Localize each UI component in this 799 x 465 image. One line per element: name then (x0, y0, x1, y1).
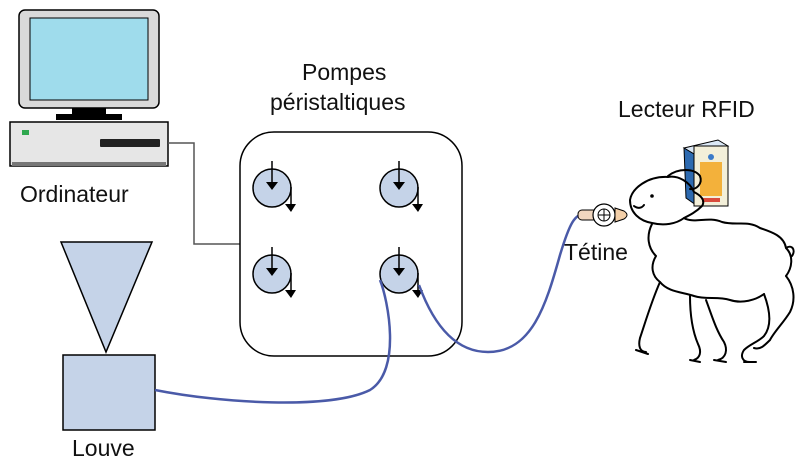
pump-enclosure (239, 131, 463, 357)
power-led (22, 130, 29, 135)
monitor-screen (29, 17, 149, 101)
label-pumps-line1: Pompes (302, 59, 387, 85)
milk-tube-inlet (154, 279, 392, 404)
rfid-reader-icon (682, 139, 730, 207)
control-wire (168, 142, 240, 245)
label-louve: Louve (72, 435, 135, 461)
monitor-stand (72, 108, 106, 114)
pump-top-left (252, 161, 296, 212)
label-teat: Tétine (564, 239, 628, 265)
computer-icon (9, 9, 169, 167)
pump-bottom-left (252, 247, 296, 298)
label-pumps-line2: péristaltiques (270, 89, 406, 115)
teat-icon (577, 203, 628, 227)
label-computer: Ordinateur (20, 181, 129, 207)
louve-box (62, 354, 156, 431)
label-rfid-reader: Lecteur RFID (618, 96, 755, 122)
louve-icon (59, 241, 156, 431)
drive-slot (100, 139, 160, 147)
hopper-funnel (59, 241, 154, 354)
milk-tube-outlet (417, 212, 586, 354)
pump-bottom-right (379, 247, 423, 298)
lamb-illustration (629, 169, 795, 363)
pump-top-right (379, 161, 423, 212)
